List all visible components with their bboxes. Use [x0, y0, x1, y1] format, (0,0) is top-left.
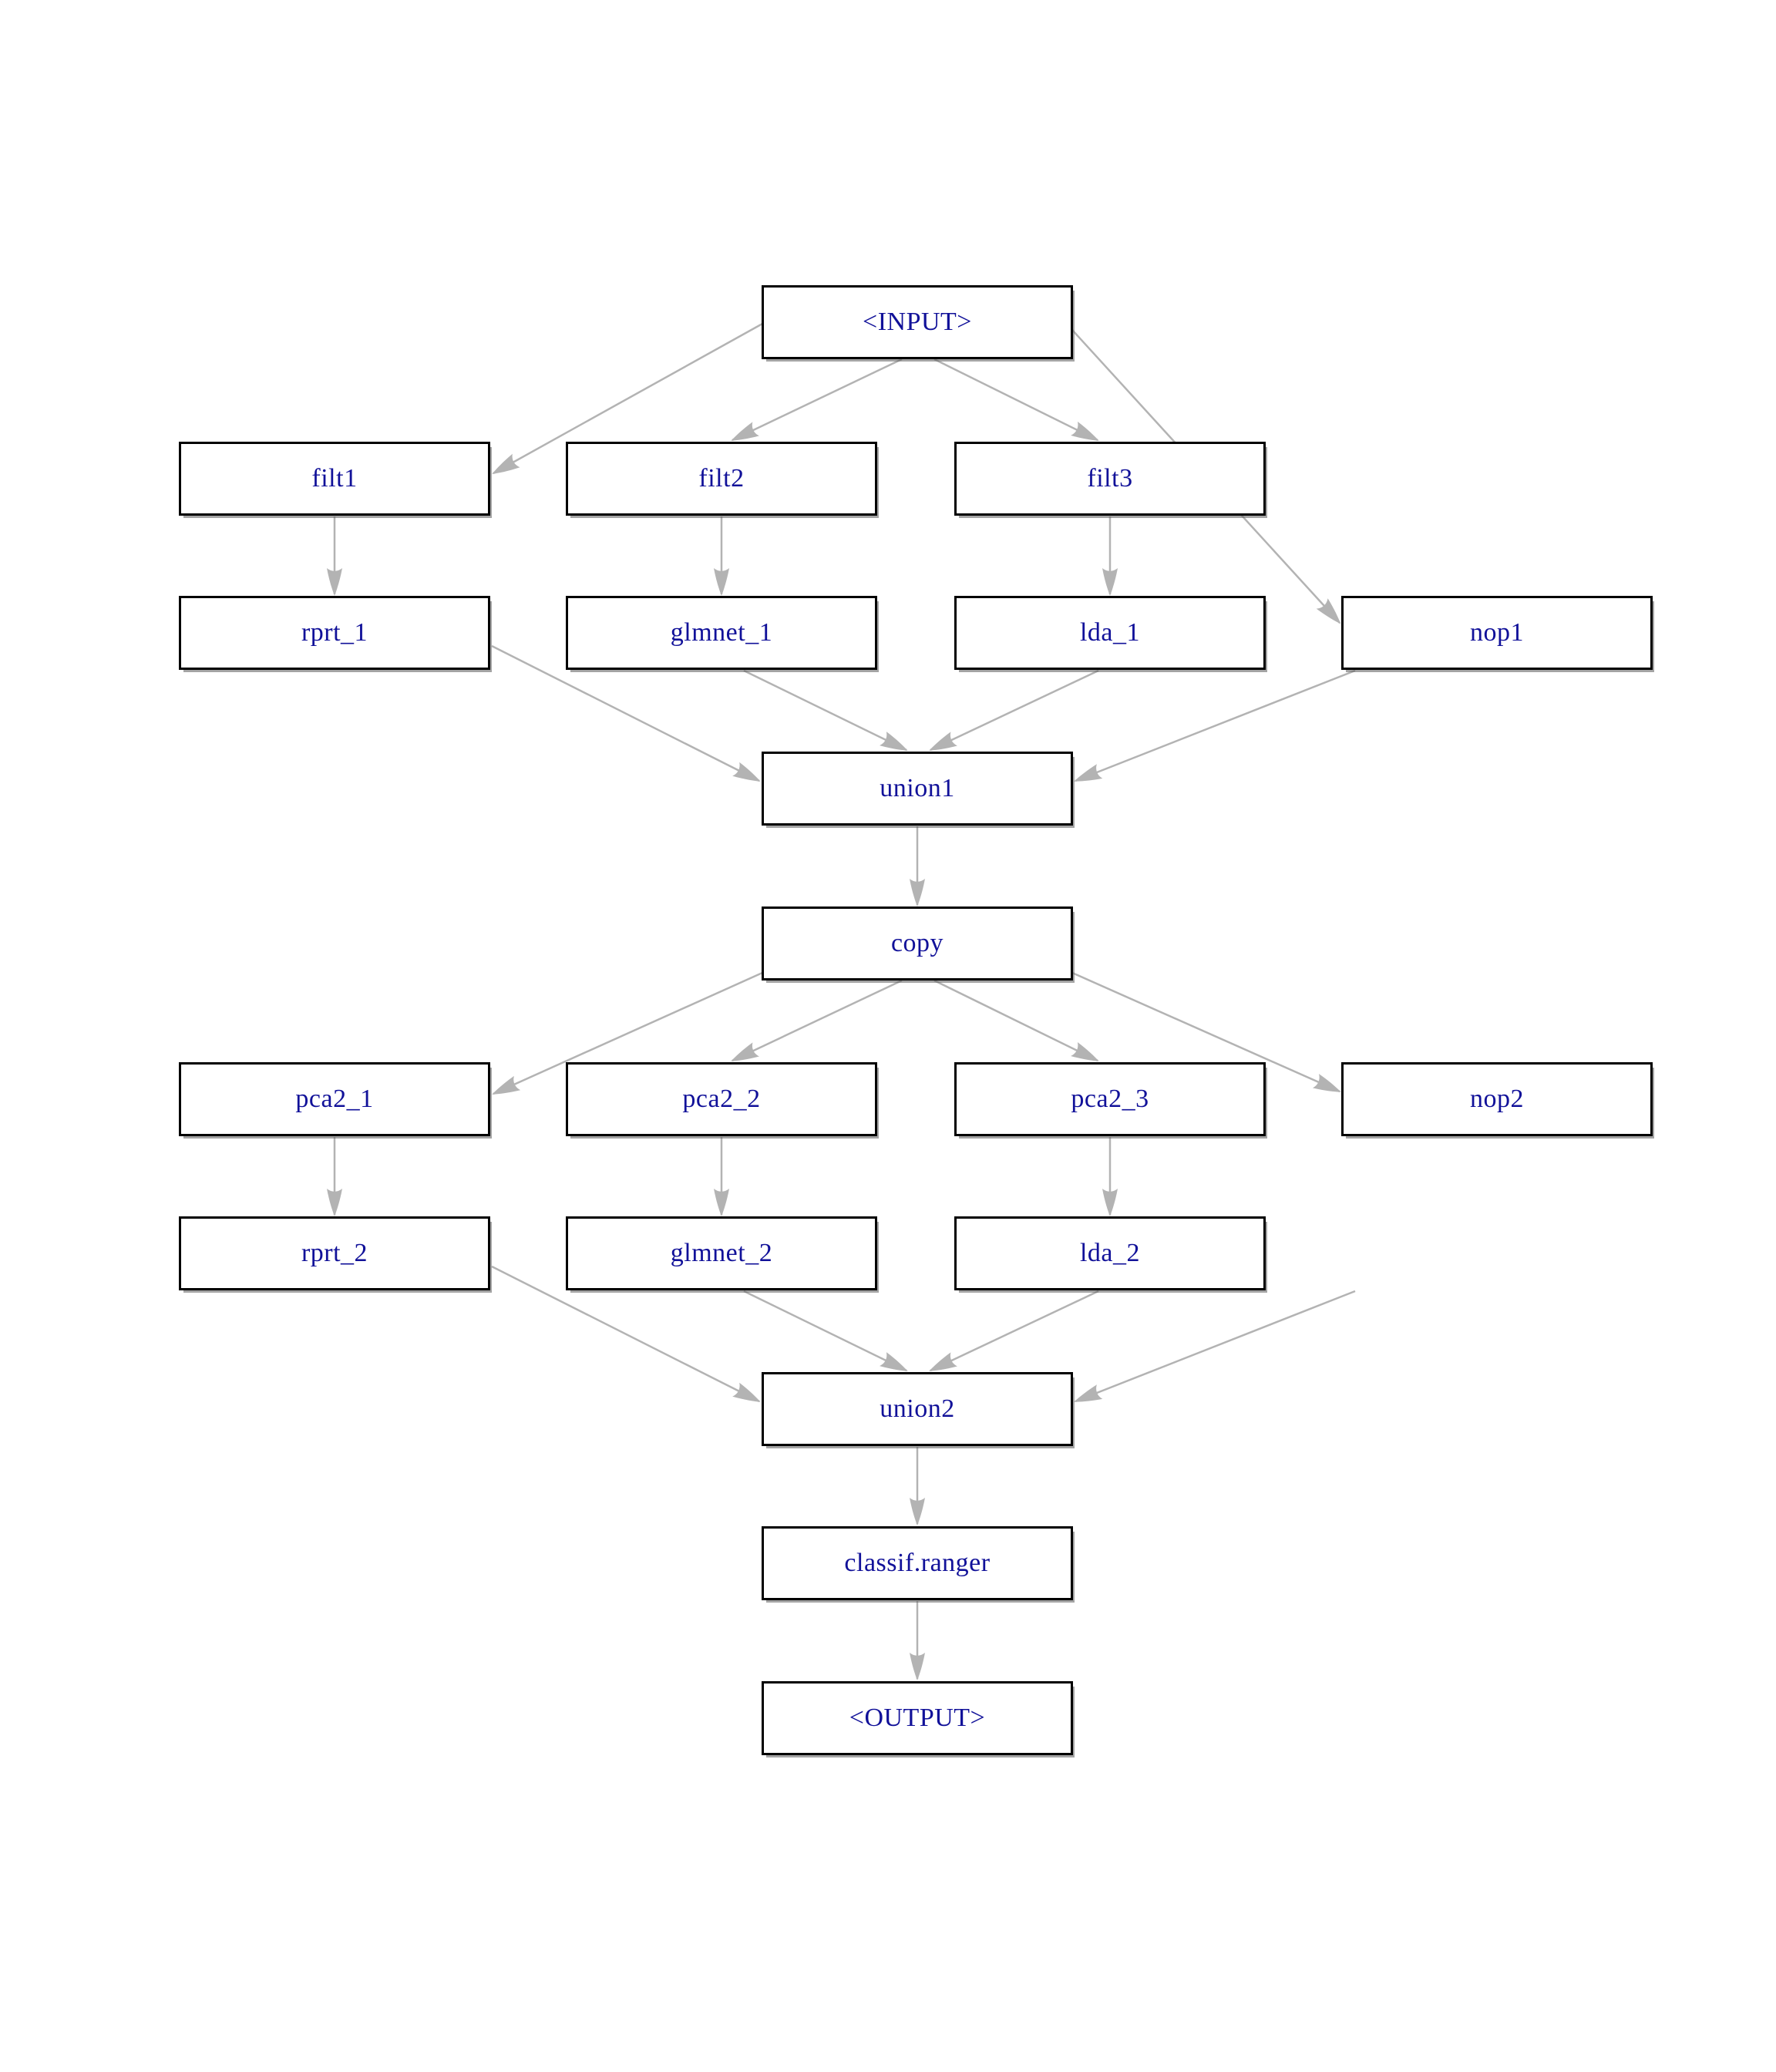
node-rprt_2: rprt_2: [179, 1216, 490, 1290]
node-label-union2: union2: [880, 1394, 955, 1423]
node-nop2: nop2: [1341, 1062, 1653, 1136]
node-copy: copy: [762, 906, 1073, 980]
node-label-copy: copy: [890, 929, 944, 957]
edge-input-to-filt2: [731, 358, 903, 442]
edge-nop2-to-union2: [1074, 1290, 1356, 1403]
node-label-filt3: filt3: [1087, 464, 1133, 493]
node-filt2: filt2: [566, 442, 877, 516]
node-label-filt1: filt1: [311, 464, 358, 493]
edge-rprt_1-to-union1: [491, 644, 761, 782]
node-label-pca2_1: pca2_1: [295, 1085, 374, 1113]
node-classif.ranger: classif.ranger: [762, 1526, 1073, 1600]
node-pca2_3: pca2_3: [954, 1062, 1266, 1136]
node-union2: union2: [762, 1372, 1073, 1446]
node-filt3: filt3: [954, 442, 1266, 516]
edge-input-to-filt3: [933, 358, 1099, 442]
node-pca2_2: pca2_2: [566, 1062, 877, 1136]
node-label-output: <OUTPUT>: [849, 1704, 986, 1732]
node-input: <INPUT>: [762, 285, 1073, 359]
edge-nop1-to-union1: [1074, 669, 1356, 782]
edge-glmnet_2-to-union2: [743, 1290, 908, 1372]
edge-copy-to-nop2: [1071, 971, 1341, 1093]
node-output: <OUTPUT>: [762, 1681, 1073, 1755]
edge-copy-to-pca2_1: [492, 971, 763, 1095]
node-rprt_1: rprt_1: [179, 596, 490, 670]
node-filt1: filt1: [179, 442, 490, 516]
node-label-nop2: nop2: [1470, 1085, 1524, 1113]
node-label-rprt_1: rprt_1: [301, 618, 368, 647]
node-union1: union1: [762, 752, 1073, 826]
node-label-rprt_2: rprt_2: [301, 1239, 368, 1267]
node-label-lda_1: lda_1: [1079, 618, 1141, 647]
node-label-glmnet_1: glmnet_1: [670, 618, 773, 647]
node-label-nop1: nop1: [1470, 618, 1524, 647]
node-nop1: nop1: [1341, 596, 1653, 670]
edge-rprt_2-to-union2: [491, 1265, 761, 1403]
edge-lda_1-to-union1: [929, 669, 1099, 752]
edge-copy-to-pca2_2: [731, 979, 903, 1062]
node-label-classif.ranger: classif.ranger: [844, 1549, 991, 1577]
node-pca2_1: pca2_1: [179, 1062, 490, 1136]
node-label-pca2_3: pca2_3: [1071, 1085, 1149, 1113]
node-label-filt2: filt2: [698, 464, 745, 493]
node-label-glmnet_2: glmnet_2: [670, 1239, 773, 1267]
edge-lda_2-to-union2: [929, 1290, 1099, 1372]
edge-glmnet_1-to-union1: [743, 669, 908, 752]
node-glmnet_2: glmnet_2: [566, 1216, 877, 1290]
node-glmnet_1: glmnet_1: [566, 596, 877, 670]
edge-input-to-filt1: [492, 322, 763, 475]
edge-copy-to-pca2_3: [933, 979, 1099, 1062]
node-label-pca2_2: pca2_2: [682, 1085, 761, 1113]
node-label-input: <INPUT>: [863, 308, 972, 336]
node-lda_1: lda_1: [954, 596, 1266, 670]
node-label-union1: union1: [880, 774, 955, 802]
node-label-lda_2: lda_2: [1079, 1239, 1141, 1267]
node-lda_2: lda_2: [954, 1216, 1266, 1290]
